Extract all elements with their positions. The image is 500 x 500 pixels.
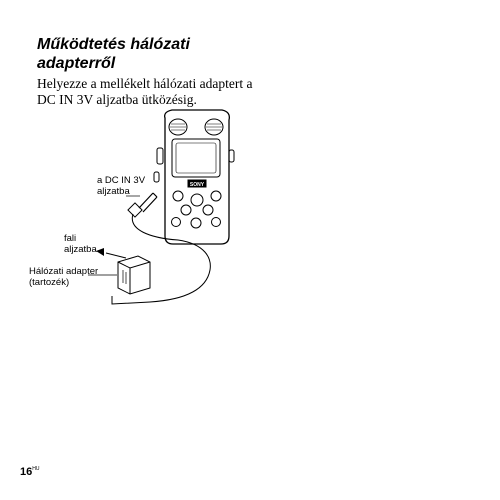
wall-socket-callout: fali aljzatba xyxy=(64,233,97,255)
brand-label: SONY xyxy=(190,182,205,188)
dc-in-callout-line-1: a DC IN 3V xyxy=(97,175,146,186)
section-heading: Működtetés hálózati adapterről xyxy=(37,35,190,73)
dc-in-callout-line-2: aljzatba xyxy=(97,186,130,197)
section-heading-line-1: Működtetés hálózati xyxy=(37,36,190,53)
device-button xyxy=(171,217,181,227)
dc-in-callout: a DC IN 3V aljzatba xyxy=(97,175,145,197)
device-button xyxy=(190,217,202,229)
page-number-value: 16 xyxy=(20,466,33,478)
brand-plate xyxy=(187,179,207,188)
instruction-line-1: Helyezze a mellékelt hálózati adaptert a xyxy=(37,76,253,91)
instruction-line-2: DC IN 3V aljzatba ütközésig. xyxy=(37,92,197,107)
left-microphone xyxy=(168,118,188,136)
insert-arrow xyxy=(105,252,127,259)
page-number: 16HU xyxy=(20,466,39,478)
device-button xyxy=(172,190,184,202)
adapter-callout-line-1: Hálózati adapter xyxy=(29,266,99,277)
adapter-callout: Hálózati adapter (tartozék) xyxy=(29,266,98,288)
display-screen xyxy=(171,138,221,178)
instruction-paragraph: Helyezze a mellékelt hálózati adaptert a… xyxy=(37,76,253,108)
dc-plug xyxy=(127,192,158,218)
section-heading-line-2: adapterről xyxy=(37,55,116,72)
ac-adapter xyxy=(117,255,151,295)
page-language-code: HU xyxy=(32,466,40,472)
device-button xyxy=(180,204,192,216)
wall-socket-callout-line-1: fali xyxy=(64,233,77,244)
device-button xyxy=(190,193,204,207)
right-microphone xyxy=(204,118,224,136)
device-button xyxy=(211,217,221,227)
wall-socket-callout-line-2: aljzatba xyxy=(64,244,97,255)
ic-recorder-device: SONY xyxy=(153,109,235,245)
device-button xyxy=(202,204,214,216)
device-button xyxy=(210,190,222,202)
adapter-callout-line-2: (tartozék) xyxy=(29,277,70,288)
adapter-cord xyxy=(111,213,211,305)
